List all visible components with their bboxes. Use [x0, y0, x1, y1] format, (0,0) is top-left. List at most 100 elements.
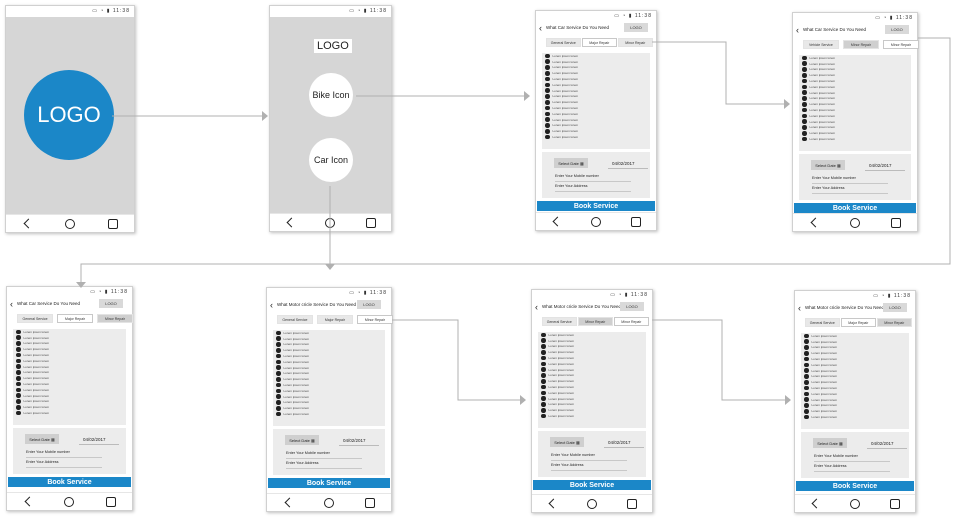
recent-apps-icon[interactable]: [365, 497, 376, 508]
checkmark-icon[interactable]: [276, 336, 281, 341]
checkmark-icon[interactable]: [802, 131, 807, 136]
home-icon[interactable]: [587, 498, 597, 509]
checkmark-icon[interactable]: [541, 408, 546, 413]
recent-apps-icon[interactable]: [106, 496, 117, 507]
checkmark-icon[interactable]: [541, 355, 546, 361]
home-icon[interactable]: [850, 498, 860, 509]
tab-service-type[interactable]: General Service: [805, 318, 840, 327]
tab-service-type[interactable]: Minor Repair: [614, 317, 649, 326]
list-item[interactable]: Lorem ipsum lorem: [13, 393, 126, 399]
select-date-button[interactable]: Select Date ▦: [811, 160, 845, 170]
list-item[interactable]: Lorem ipsum lorem: [13, 404, 126, 410]
list-item[interactable]: Lorem ipsum lorem: [13, 341, 126, 347]
checkmark-icon[interactable]: [802, 67, 807, 72]
checkmark-icon[interactable]: [276, 359, 281, 365]
list-item[interactable]: Lorem ipsum lorem: [13, 375, 126, 381]
checkmark-icon[interactable]: [802, 55, 807, 61]
list-item[interactable]: Lorem ipsum lorem: [538, 367, 646, 373]
mobile-field[interactable]: Enter Your Mobile number: [812, 176, 856, 180]
checkmark-icon[interactable]: [16, 335, 21, 340]
checkmark-icon[interactable]: [16, 347, 21, 352]
checkmark-icon[interactable]: [545, 82, 550, 88]
list-item[interactable]: Lorem ipsum lorem: [801, 379, 909, 385]
checkmark-icon[interactable]: [545, 65, 550, 70]
select-date-button[interactable]: Select Date ▦: [25, 434, 59, 444]
list-item[interactable]: Lorem ipsum lorem: [273, 359, 385, 365]
checkmark-icon[interactable]: [804, 351, 809, 356]
list-item[interactable]: Lorem ipsum lorem: [538, 396, 646, 402]
tab-service-type[interactable]: Minor Repair: [883, 40, 919, 49]
checkmark-icon[interactable]: [802, 113, 807, 119]
tab-service-type[interactable]: Minor Repair: [578, 317, 613, 326]
tab-service-type[interactable]: Minor Repair: [357, 315, 393, 324]
list-item[interactable]: Lorem ipsum lorem: [13, 410, 126, 416]
list-item[interactable]: Lorem ipsum lorem: [13, 387, 126, 393]
checkmark-icon[interactable]: [804, 368, 809, 373]
checkmark-icon[interactable]: [16, 376, 21, 381]
checkmark-icon[interactable]: [276, 377, 281, 382]
checkmark-icon[interactable]: [545, 111, 550, 117]
recent-apps-icon[interactable]: [890, 498, 900, 509]
checkmark-icon[interactable]: [16, 393, 21, 398]
list-item[interactable]: Lorem ipsum lorem: [273, 394, 385, 400]
book-service-button[interactable]: Book Service: [794, 203, 916, 213]
tab-service-type[interactable]: Minor Repair: [877, 318, 912, 327]
mobile-field[interactable]: Enter Your Mobile number: [555, 174, 599, 178]
list-item[interactable]: Lorem ipsum lorem: [273, 382, 385, 388]
checkmark-icon[interactable]: [802, 107, 807, 113]
list-item[interactable]: Lorem ipsum lorem: [273, 411, 385, 417]
checkmark-icon[interactable]: [802, 90, 807, 95]
list-item[interactable]: Lorem ipsum lorem: [273, 347, 385, 353]
checkmark-icon[interactable]: [545, 134, 550, 140]
checkmark-icon[interactable]: [541, 350, 546, 355]
list-item[interactable]: Lorem ipsum lorem: [801, 350, 909, 356]
checkmark-icon[interactable]: [804, 356, 809, 362]
back-icon[interactable]: ‹: [539, 23, 542, 33]
checkmark-icon[interactable]: [541, 402, 546, 407]
checkmark-icon[interactable]: [545, 53, 550, 59]
list-item[interactable]: Lorem ipsum lorem: [538, 384, 646, 390]
checkmark-icon[interactable]: [804, 403, 809, 408]
list-item[interactable]: Lorem ipsum lorem: [801, 356, 909, 362]
list-item[interactable]: Lorem ipsum lorem: [538, 413, 646, 419]
checkmark-icon[interactable]: [276, 411, 281, 417]
checkmark-icon[interactable]: [804, 362, 809, 368]
tab-service-type[interactable]: Vehicle Service: [803, 40, 839, 49]
list-item[interactable]: Lorem ipsum lorem: [801, 368, 909, 374]
list-item[interactable]: Lorem ipsum lorem: [801, 333, 909, 339]
recent-apps-icon[interactable]: [631, 216, 641, 227]
tab-service-type[interactable]: Minor Repair: [843, 40, 879, 49]
back-icon[interactable]: [283, 498, 293, 508]
address-field[interactable]: Enter Your Address: [814, 464, 847, 468]
back-icon[interactable]: ‹: [535, 302, 538, 312]
checkmark-icon[interactable]: [276, 353, 281, 359]
checkmark-icon[interactable]: [545, 105, 550, 111]
list-item[interactable]: Lorem ipsum lorem: [13, 399, 126, 405]
back-icon[interactable]: [23, 497, 33, 507]
list-item[interactable]: Lorem ipsum lorem: [13, 358, 126, 364]
tab-service-type[interactable]: Major Repair: [317, 315, 353, 324]
list-item[interactable]: Lorem ipsum lorem: [273, 353, 385, 359]
checkmark-icon[interactable]: [541, 361, 546, 367]
select-date-button[interactable]: Select Date ▦: [813, 438, 847, 448]
list-item[interactable]: Lorem ipsum lorem: [542, 134, 650, 140]
back-icon[interactable]: ‹: [796, 25, 799, 35]
checkmark-icon[interactable]: [541, 373, 546, 378]
list-item[interactable]: Lorem ipsum lorem: [273, 330, 385, 336]
checkmark-icon[interactable]: [804, 385, 809, 391]
select-date-button[interactable]: Select Date ▦: [285, 435, 319, 445]
back-icon[interactable]: ‹: [270, 300, 273, 310]
list-item[interactable]: Lorem ipsum lorem: [801, 403, 909, 409]
address-field[interactable]: Enter Your Address: [286, 461, 319, 465]
checkmark-icon[interactable]: [16, 341, 21, 346]
list-item[interactable]: Lorem ipsum lorem: [801, 374, 909, 380]
back-icon[interactable]: [547, 499, 557, 509]
checkmark-icon[interactable]: [276, 388, 281, 394]
recent-apps-icon[interactable]: [891, 217, 902, 228]
back-icon[interactable]: [285, 218, 295, 228]
list-item[interactable]: Lorem ipsum lorem: [538, 378, 646, 384]
address-field[interactable]: Enter Your Address: [26, 460, 59, 464]
list-item[interactable]: Lorem ipsum lorem: [13, 335, 126, 341]
list-item[interactable]: Lorem ipsum lorem: [801, 391, 909, 397]
list-item[interactable]: Lorem ipsum lorem: [538, 338, 646, 344]
